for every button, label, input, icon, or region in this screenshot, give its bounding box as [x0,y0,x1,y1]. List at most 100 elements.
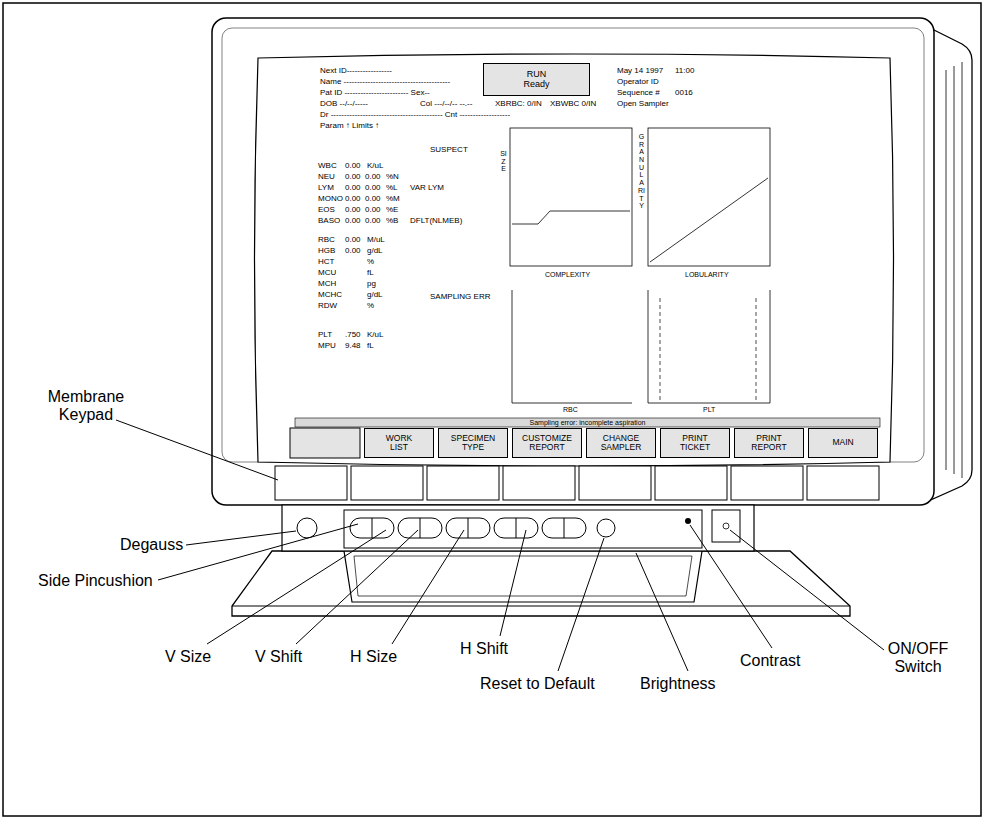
parameter-name: NEU [318,172,335,181]
softkey-text: CHANGE SAMPLER [590,434,652,453]
base-tray [344,551,702,602]
callout-label: Reset to Default [480,675,595,693]
screen-text: 11:00 [675,66,694,75]
unit-text: %E [386,205,398,214]
unit-text: pg [367,279,376,288]
unit-text: % [367,257,374,266]
screen-text: Pat ID ------------------------ Sex-- [320,88,430,97]
rocker-divider [372,518,564,538]
screen-text: 0016 [675,88,693,97]
unit-text: %L [386,183,398,192]
degauss-button [297,518,317,538]
membrane-keypad [275,466,879,500]
parameter-value: 0.00 [365,194,381,203]
parameter-value: 9.48 [345,341,361,350]
leader-line [186,531,296,545]
leader-line [730,530,884,650]
callout-label: Contrast [740,652,800,670]
screen-text: Name -----------------------------------… [320,77,450,86]
threshold-lines [660,298,756,403]
parameter-name: PLT [318,330,332,339]
parameter-value: 0.00 [345,205,361,214]
parameter-name: WBC [318,161,337,170]
figure-frame [3,3,981,816]
leader-line [636,553,688,671]
parameter-value: 0.00 [345,183,361,192]
reset-button [597,519,615,537]
crt-screen [255,54,894,466]
screen-text: Dr -------------------------------------… [320,110,510,119]
status-bar [295,418,880,427]
parameter-name: MONO [318,194,343,203]
status-text: RUN [527,70,547,80]
softkey-text: PRINT REPORT [738,434,800,453]
keypad-key [351,466,423,500]
screen-text: DOB --/--/----- [320,99,368,108]
parameter-name: EOS [318,205,335,214]
keypad-key [503,466,575,500]
parameter-value: 0.00 [365,183,381,192]
keypad-key [807,466,879,500]
axis-label: RBC [563,406,578,414]
leader-line [392,530,464,644]
screen-text: Sequence # [617,88,660,97]
contrast-knob [685,518,691,524]
parameter-value: .750 [345,330,361,339]
parameter-name: MPU [318,341,336,350]
parameter-value: 0.00 [345,161,361,170]
power-switch [712,510,740,542]
plot-curve [512,211,630,224]
axis-label: COMPLEXITY [545,271,590,279]
parameter-name: RBC [318,235,335,244]
callout-label: V Size [165,648,211,666]
softkey-label: PRINT REPORT [734,428,804,458]
axis-label: GRANULARITY [638,133,645,210]
status-text: Ready [523,80,549,90]
screen-text: XBRBC: 0/IN [495,99,542,108]
parameter-name: MCHC [318,290,342,299]
unit-text: %M [386,194,400,203]
unit-text: %B [386,216,398,225]
softkey-text: WORK LIST [368,434,430,453]
flag-text: SUSPECT [430,145,468,154]
softkey-text: SPECIMEN TYPE [442,434,504,453]
parameter-value: 0.00 [345,235,361,244]
leader-line [158,524,358,580]
unit-text: K/uL [367,330,383,339]
keypad-key [275,466,347,500]
softkey-label: MAIN [808,428,878,458]
softkey-label: PRINT TICKET [660,428,730,458]
power-switch-mark [723,523,729,529]
unit-text: fL [367,341,374,350]
callout-label: Brightness [640,675,716,693]
parameter-value: 0.00 [345,216,361,225]
callout-label: Membrane Keypad [36,388,136,425]
flag-text: SAMPLING ERR [430,292,490,301]
callout-label: Degauss [120,536,183,554]
screen-text: Col ---/--/-- --.-- [420,99,472,108]
leader-line [500,530,526,636]
callout-label: Side Pincushion [38,572,153,590]
monitor-bezel [212,18,934,505]
histogram-axes [512,290,632,403]
screen-text: XBWBC 0/IN [550,99,596,108]
housing-vents [946,62,962,478]
parameter-name: HGB [318,246,335,255]
parameter-name: HCT [318,257,334,266]
leader-line [207,530,386,644]
keypad-key [731,466,803,500]
parameter-value: 0.00 [345,246,361,255]
unit-text: K/uL [367,161,383,170]
parameter-name: RDW [318,301,337,310]
leader-line [690,525,772,648]
plot-curve [650,178,768,262]
scatter-plot-frame [510,128,632,266]
leader-lines [116,420,884,671]
keypad-key [655,466,727,500]
keypad-key [579,466,651,500]
callout-label: ON/OFF Switch [866,640,970,677]
blank-softkey [290,428,360,458]
parameter-name: MCU [318,268,336,277]
flag-text: DFLT(NLMEB) [410,216,462,225]
leader-line [558,538,604,671]
